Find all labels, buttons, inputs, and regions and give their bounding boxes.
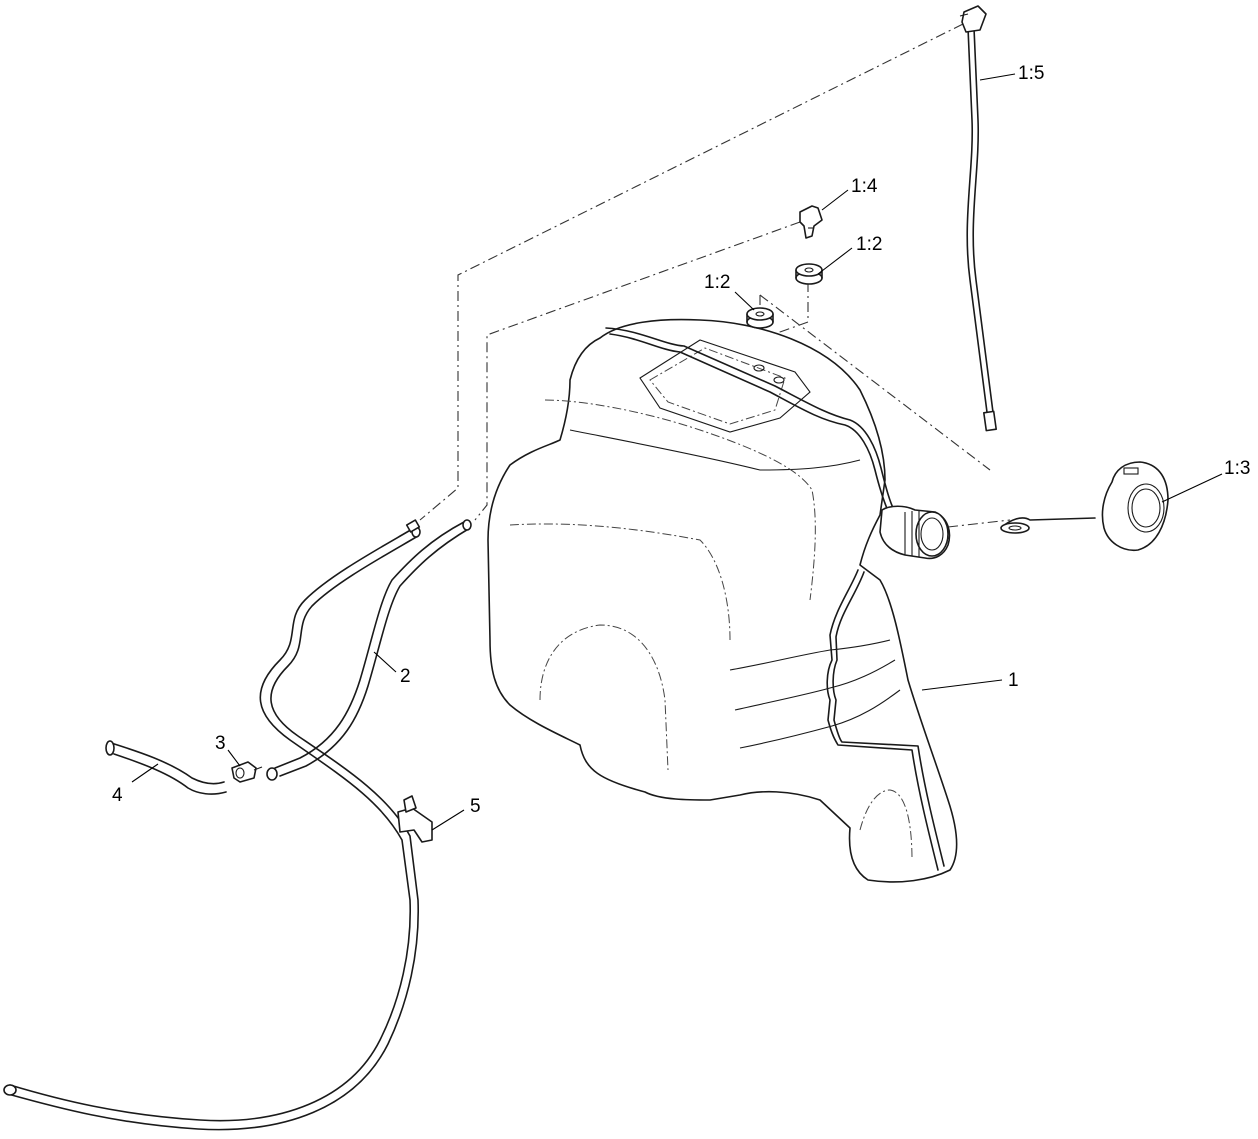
grommet-right: [795, 263, 823, 285]
fuel-tank: [487, 318, 958, 883]
filler-neck: [879, 505, 951, 560]
callout-labels: 1:5 1:4 1:2 1:2 1:3 1 2 3 4 5: [112, 63, 1250, 817]
vent-tube: [959, 5, 998, 432]
callout-1-5: 1:5: [1018, 63, 1044, 84]
callout-4: 4: [112, 785, 123, 806]
check-valve: [231, 761, 263, 783]
fuel-cap: [1000, 461, 1169, 552]
elbow-fitting: [799, 205, 823, 239]
leader-lines: [131, 73, 1223, 831]
callout-1-3: 1:3: [1224, 458, 1250, 479]
callout-1: 1: [1008, 670, 1019, 691]
callout-2: 2: [400, 666, 411, 687]
callout-1-2-left: 1:2: [704, 272, 730, 293]
callout-1-4: 1:4: [851, 176, 878, 197]
callout-1-2-right: 1:2: [856, 234, 882, 255]
hose: [3, 519, 472, 1131]
grommet-left: [746, 307, 774, 329]
callout-5: 5: [470, 796, 481, 817]
callout-3: 3: [215, 733, 226, 754]
short-hose: [105, 740, 227, 795]
hose-clamp: [397, 795, 433, 843]
